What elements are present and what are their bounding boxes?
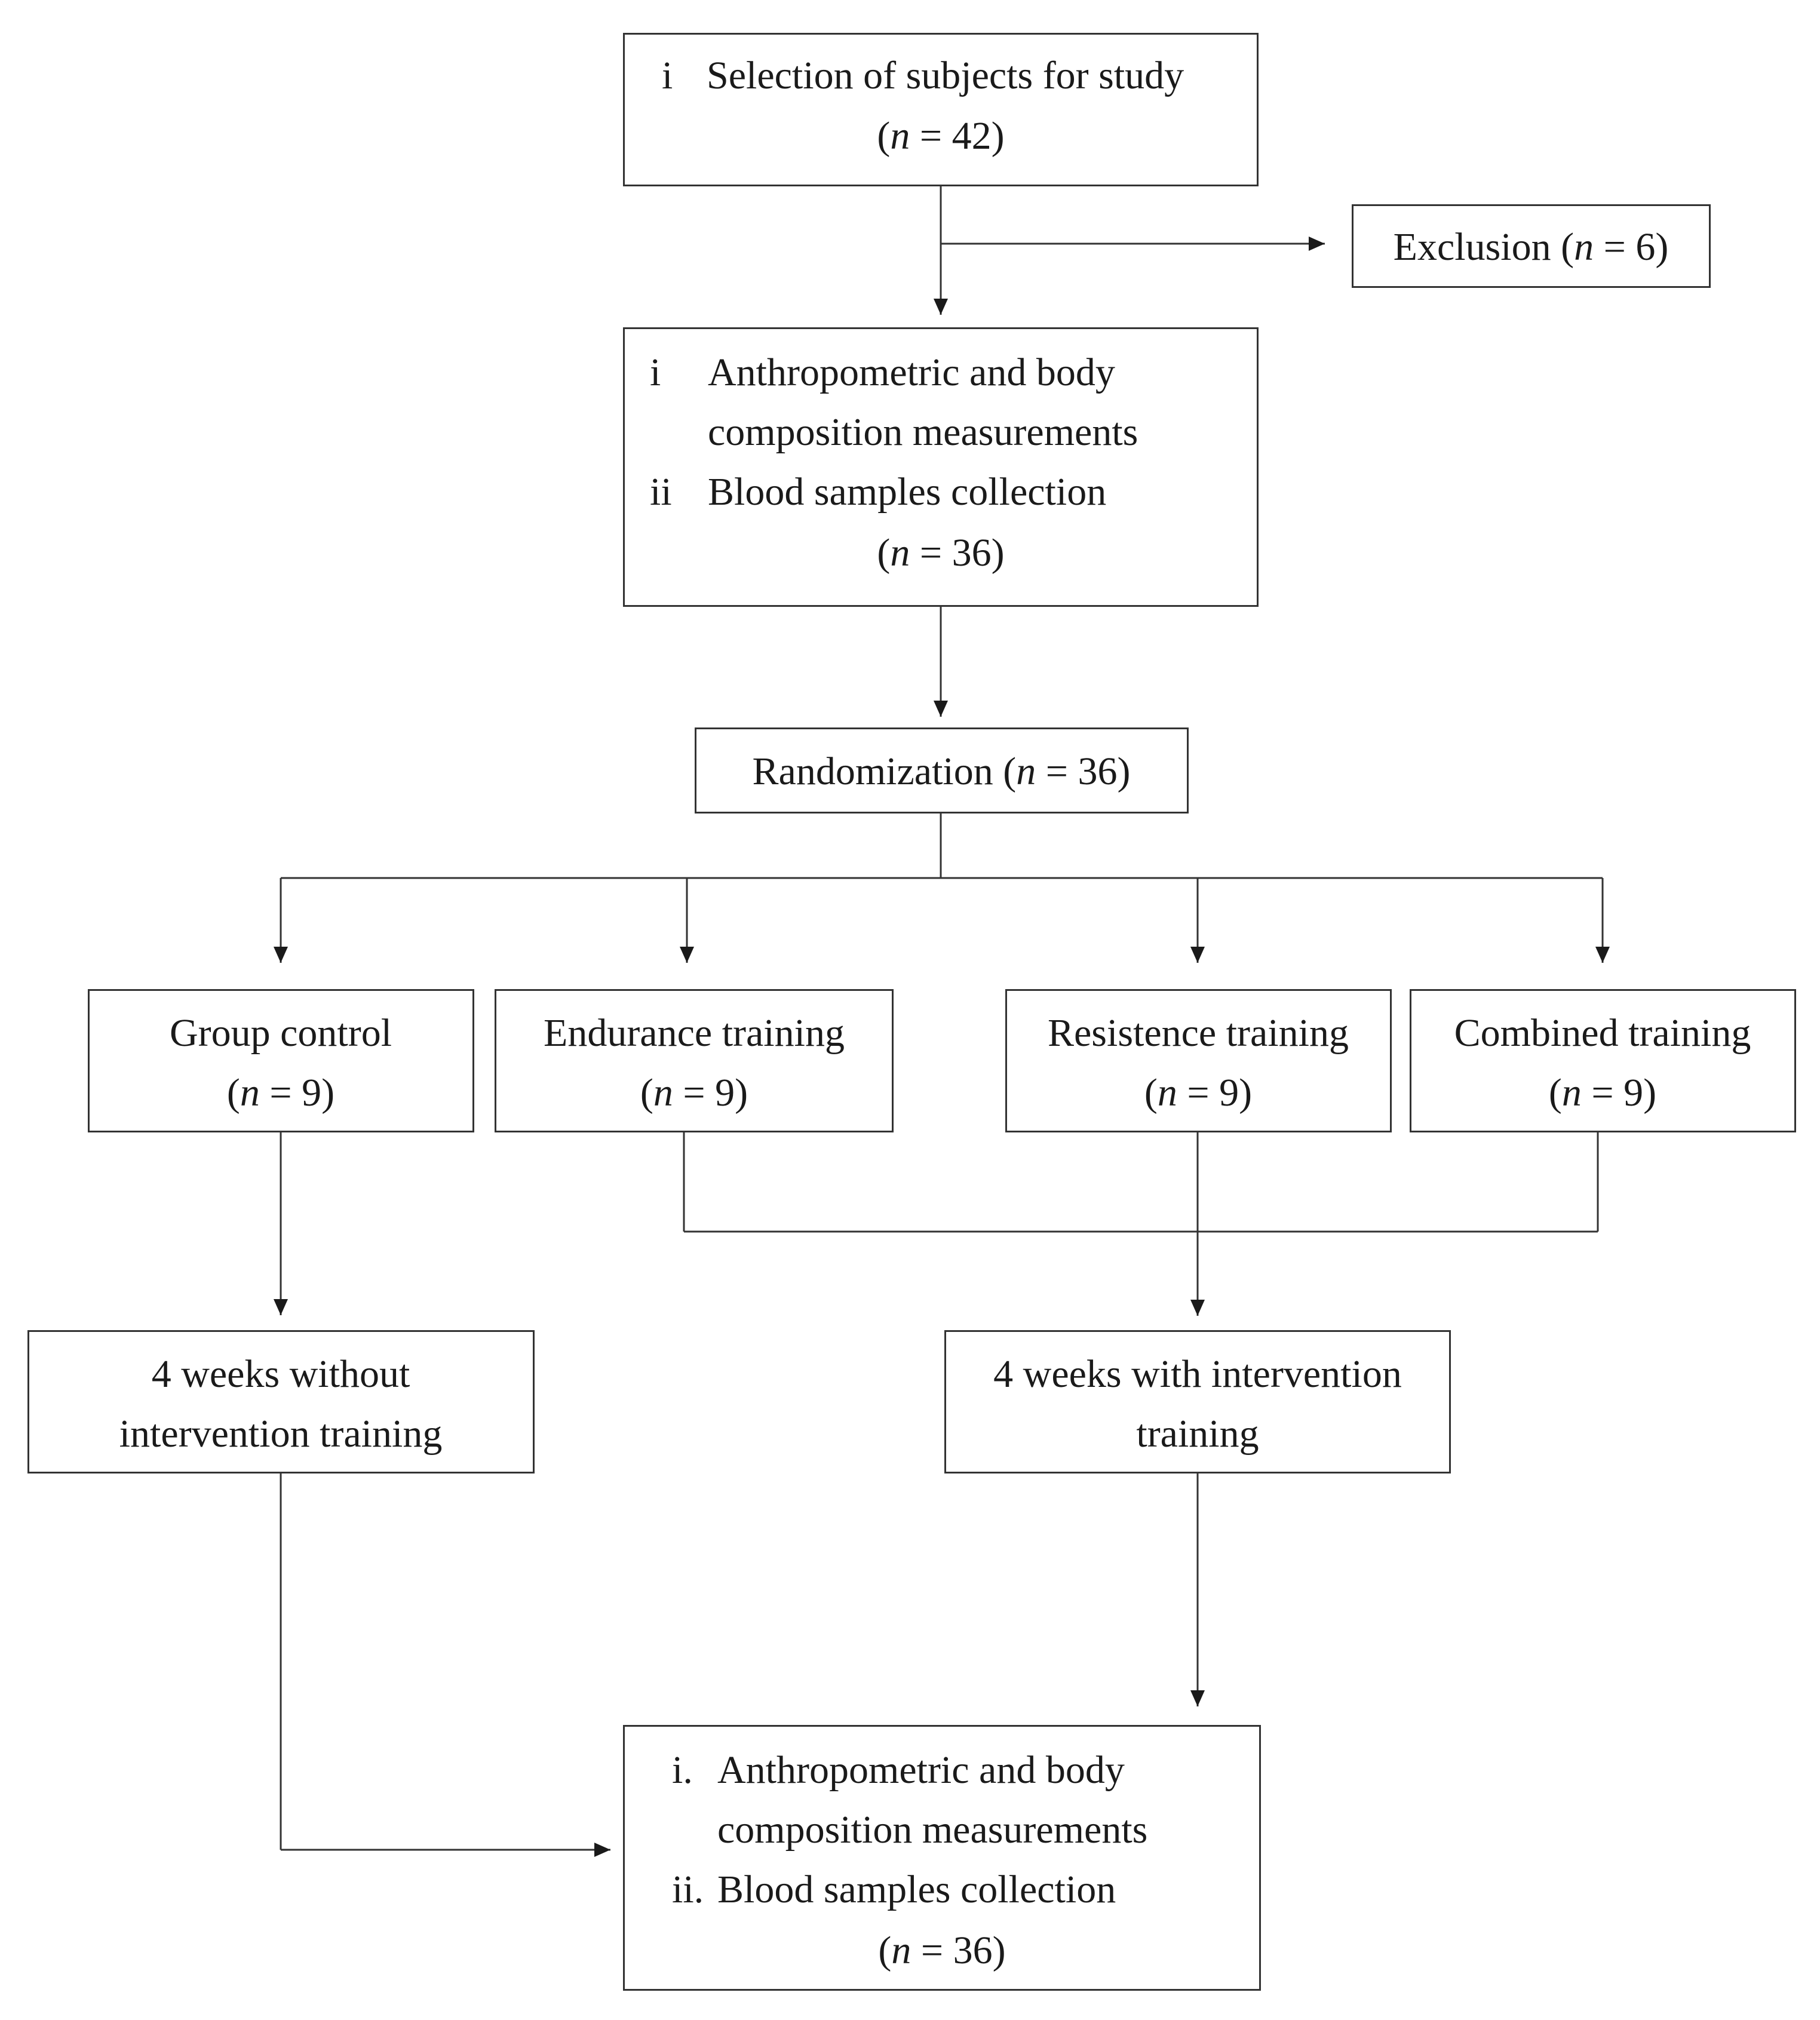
selection-count: (n = 42) <box>877 114 1005 158</box>
final-item-1-line-1: Anthropometric and body <box>717 1748 1125 1792</box>
group-control-count: (n = 9) <box>226 1071 335 1115</box>
combined-training-count: (n = 9) <box>1548 1071 1657 1115</box>
final-item-1-line-2: composition measurements <box>717 1808 1148 1852</box>
with-intervention-box <box>944 1330 1451 1473</box>
without-intervention-line-1: 4 weeks without <box>151 1352 410 1396</box>
group-control-box <box>88 989 474 1132</box>
final-count: (n = 36) <box>878 1929 1006 1972</box>
endurance-training-box <box>495 989 894 1132</box>
selection-box <box>623 33 1259 186</box>
final-marker-i: i. <box>672 1748 693 1792</box>
exclusion-label: Exclusion (n = 6) <box>1393 225 1669 269</box>
selection-label: Selection of subjects for study <box>707 54 1184 97</box>
without-intervention-line-2: intervention training <box>119 1412 443 1456</box>
final-marker-ii: ii. <box>672 1868 704 1911</box>
with-intervention-line-1: 4 weeks with intervention <box>993 1352 1402 1396</box>
randomization-box <box>695 727 1189 813</box>
resistence-training-count: (n = 9) <box>1144 1071 1253 1115</box>
exclusion-box <box>1352 204 1711 288</box>
group-control-label: Group control <box>169 1011 392 1055</box>
baseline-item-2-line-1: Blood samples collection <box>708 470 1107 514</box>
baseline-marker-i: i <box>650 351 661 394</box>
final-item-2-line-1: Blood samples collection <box>717 1868 1116 1911</box>
randomization-label: Randomization (n = 36) <box>752 750 1131 793</box>
resistence-training-box <box>1005 989 1392 1132</box>
without-intervention-box <box>27 1330 535 1473</box>
with-intervention-line-2: training <box>1136 1412 1259 1456</box>
selection-marker: i <box>662 54 673 97</box>
resistence-training-label: Resistence training <box>1047 1011 1349 1055</box>
endurance-training-label: Endurance training <box>544 1011 845 1055</box>
combined-training-box <box>1410 989 1796 1132</box>
final-box <box>623 1725 1261 1991</box>
baseline-marker-ii: ii <box>650 470 672 514</box>
baseline-item-1-line-1: Anthropometric and body <box>708 351 1115 394</box>
combined-training-label: Combined training <box>1454 1011 1751 1055</box>
endurance-training-count: (n = 9) <box>640 1071 748 1115</box>
baseline-count: (n = 36) <box>877 531 1005 575</box>
baseline-item-1-line-2: composition measurements <box>708 410 1138 454</box>
baseline-box <box>623 327 1259 607</box>
